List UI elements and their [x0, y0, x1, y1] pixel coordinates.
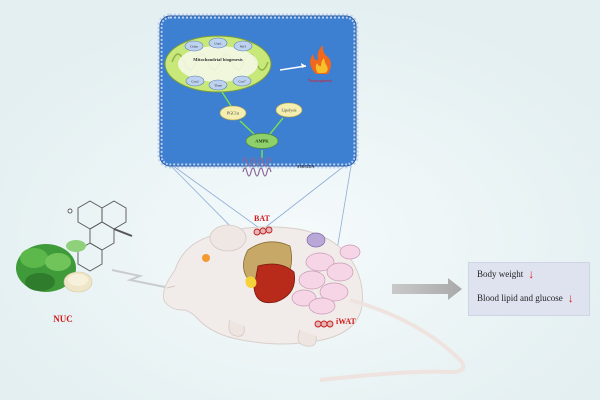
protein-label-1: Cidea: [190, 44, 198, 48]
nuc-label: NUC: [53, 314, 73, 324]
mouse-ear: [209, 224, 247, 252]
receptor-icon: [242, 157, 272, 177]
effect-row-blood-lipid: Blood lipid and glucose ↓: [477, 291, 574, 305]
receptor-label: S1R/GDA: [297, 164, 314, 169]
iwat-label: iWAT: [336, 317, 357, 326]
outcome-arrow: [392, 278, 462, 300]
lipolysis-node: [275, 102, 303, 118]
plant-image: [16, 240, 93, 293]
iwat-depot: [314, 320, 334, 328]
nuc-compound: NUC: [16, 200, 133, 324]
protein-label-6: Cox7: [238, 79, 246, 83]
protein-label-2: Ucp1: [214, 41, 222, 45]
signaling-panel: Mitochondrial biogenesis Cidea Ucp1 Nrf1…: [157, 13, 359, 177]
mito-proteins: [184, 37, 253, 91]
effect-text: Blood lipid and glucose: [477, 293, 563, 303]
ampk-node: [245, 133, 279, 149]
protein-label-4: Cox2: [191, 79, 199, 83]
thermogenesis-label: Thermogenesis: [308, 78, 333, 83]
mouse-illustration: BAT iWAT: [162, 214, 466, 382]
pgc1a-node: [219, 105, 247, 121]
effects-box: Body weight ↓ Blood lipid and glucose ↓: [468, 262, 590, 316]
protein-label-3: Nrf1: [240, 44, 247, 48]
down-arrow-icon: ↓: [567, 291, 574, 305]
arrow-to-flame: [279, 65, 307, 71]
protein-label-5: Tfam: [214, 83, 222, 87]
lightning-connector: [111, 269, 171, 289]
signal-arrows: [221, 91, 284, 158]
lipolysis-label: Lipolysis: [282, 108, 297, 113]
chemical-structure: [67, 200, 133, 272]
mito-title-line1: Mitochondrial biogenesis: [193, 57, 243, 62]
bat-label: BAT: [254, 214, 271, 223]
bat-depot: [253, 226, 273, 236]
ampk-label: AMPK: [255, 139, 269, 144]
effect-text: Body weight: [477, 269, 524, 279]
flame-icon: Thermogenesis: [308, 45, 333, 83]
mouse-tail: [319, 298, 466, 382]
effect-row-body-weight: Body weight ↓: [477, 267, 535, 281]
mouse-eye: [202, 254, 210, 262]
down-arrow-icon: ↓: [528, 267, 535, 281]
liver-organ: [253, 263, 295, 304]
spleen-organ: [306, 232, 326, 248]
arrowhead-flame: [301, 63, 306, 68]
pgc1a-label: PGC1α: [227, 111, 239, 116]
intestine-organ: [291, 244, 361, 315]
stomach-organ: [245, 276, 257, 288]
